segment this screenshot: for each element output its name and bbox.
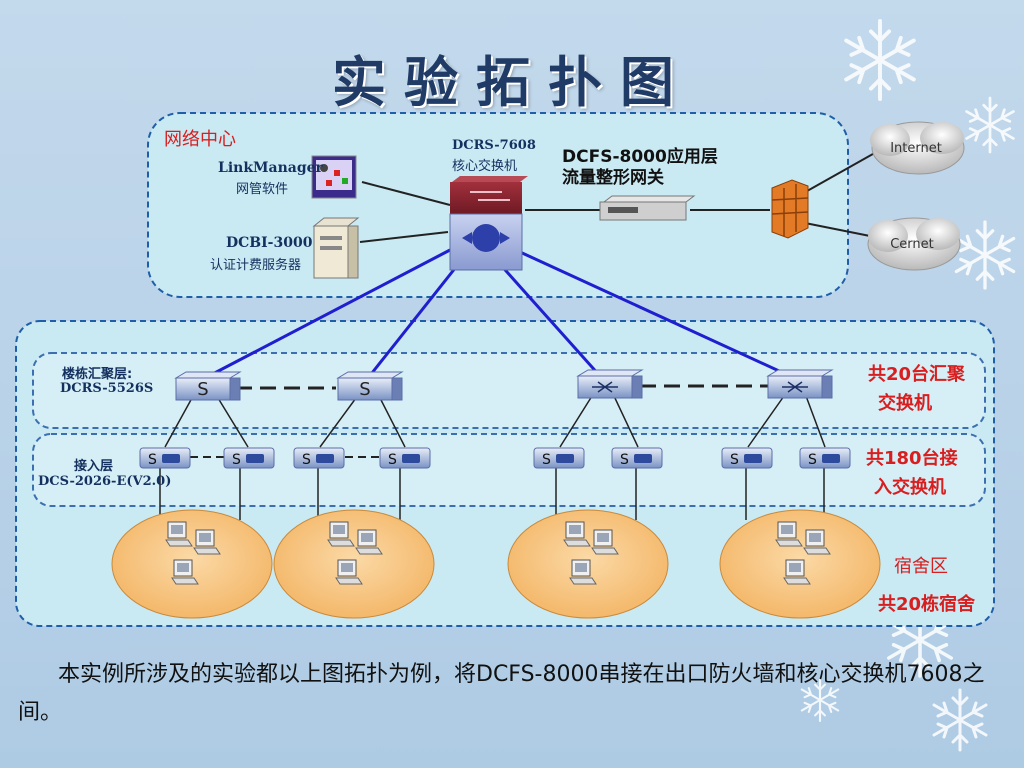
dcbi-desc: 认证计费服务器 bbox=[210, 258, 302, 273]
dorm-label-line2: 共20栋宿舍 bbox=[878, 594, 976, 615]
svg-text:S: S bbox=[232, 452, 241, 468]
svg-text:S: S bbox=[542, 452, 551, 468]
linkmanager-app-icon bbox=[311, 155, 357, 199]
linkmanager-name: LinkManager bbox=[218, 160, 323, 176]
agg-switch-icon: S bbox=[336, 371, 404, 401]
server-icon bbox=[312, 217, 360, 279]
access-count-line1: 共180台接 bbox=[866, 448, 958, 469]
agg-switch-icon bbox=[766, 369, 834, 399]
svg-text:S: S bbox=[302, 452, 311, 468]
core-uplinks bbox=[204, 248, 791, 380]
agg-layer-label: 楼栋汇聚层: bbox=[62, 367, 133, 382]
agg-count-line1: 共20台汇聚 bbox=[868, 364, 966, 385]
svg-text:S: S bbox=[359, 379, 370, 400]
page-title: 实验拓扑图 bbox=[332, 51, 692, 114]
core-switch-name: DCRS-7608 bbox=[452, 138, 536, 153]
svg-text:S: S bbox=[730, 452, 739, 468]
svg-text:S: S bbox=[808, 452, 817, 468]
agg-switch-icon: S bbox=[174, 371, 242, 401]
agg-count-line2: 交换机 bbox=[878, 393, 932, 414]
firewall-icon bbox=[771, 179, 809, 239]
access-downlinks bbox=[159, 468, 825, 520]
svg-text:S: S bbox=[148, 452, 157, 468]
network-center-label: 网络中心 bbox=[164, 129, 236, 150]
caption-paragraph: 本实例所涉及的实验都以上图拓扑为例，将DCFS-8000串接在出口防火墙和核心交… bbox=[18, 662, 985, 725]
cernet-cloud-icon: Cernet bbox=[867, 217, 961, 271]
access-layer-model: DCS-2026-E(V2.0) bbox=[38, 474, 172, 489]
agg-stack-links bbox=[236, 384, 768, 390]
agg-downlinks bbox=[164, 395, 826, 448]
agg-layer-model: DCRS-5526S bbox=[60, 381, 154, 396]
dcfs-label-line2: 流量整形网关 bbox=[562, 168, 664, 188]
access-layer-box bbox=[32, 433, 986, 507]
access-count-line2: 入交换机 bbox=[874, 477, 946, 498]
internet-cloud-icon: Internet bbox=[870, 121, 965, 175]
svg-text:S: S bbox=[620, 452, 629, 468]
access-switch-glyphs: S S S S S S S S bbox=[148, 452, 817, 468]
svg-text:S: S bbox=[388, 452, 397, 468]
core-switch-icon bbox=[449, 176, 528, 271]
svg-text:Cernet: Cernet bbox=[890, 237, 934, 252]
dcfs-label-line1: DCFS-8000应用层 bbox=[562, 147, 718, 167]
core-switch-desc: 核心交换机 bbox=[452, 159, 518, 174]
aggregation-layer-box bbox=[32, 352, 986, 429]
dorm-label-line1: 宿舍区 bbox=[894, 556, 948, 577]
linkmanager-desc: 网管软件 bbox=[236, 182, 289, 197]
svg-text:S: S bbox=[197, 379, 208, 400]
center-links bbox=[359, 149, 881, 243]
agg-switch-icon bbox=[576, 369, 644, 399]
dcfs-appliance-icon bbox=[599, 195, 696, 221]
access-layer-label: 接入层 bbox=[74, 459, 114, 474]
svg-text:Internet: Internet bbox=[890, 141, 942, 156]
dcbi-name: DCBI-3000 bbox=[226, 235, 313, 251]
